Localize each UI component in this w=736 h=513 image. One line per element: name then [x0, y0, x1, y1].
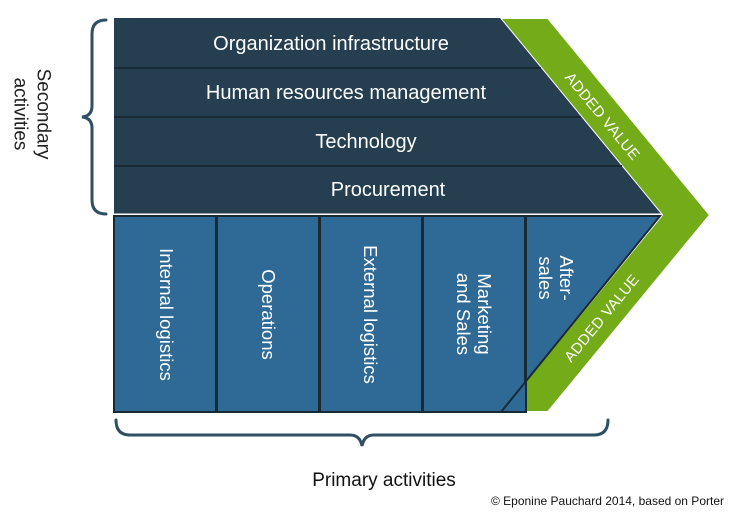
copyright-text: © Eponine Pauchard 2014, based on Porter — [490, 494, 724, 508]
primary-activities-label: Primary activities — [312, 470, 456, 491]
primary-column-external-logistics: External logistics — [320, 218, 420, 410]
primary-column-after-sales: After-sales — [526, 218, 586, 338]
primary-column-bg — [422, 215, 526, 413]
primary-label-internal-logistics: Internal logistics — [155, 247, 177, 381]
secondary-row-procurement: Procurement — [330, 178, 446, 201]
primary-label-marketing-sales: Marketing and Sales — [453, 272, 495, 356]
secondary-activities-label: Secondary activities — [8, 64, 54, 164]
primary-column-bg — [216, 215, 320, 413]
primary-column-operations: Operations — [218, 218, 318, 410]
primary-column-bg — [498, 215, 663, 413]
primary-label-operations: Operations — [257, 268, 279, 360]
primary-label-after-sales: After-sales — [535, 255, 577, 301]
secondary-row-organization-infrastructure: Organization infrastructure — [213, 32, 449, 55]
primary-column-marketing-sales: Marketing and Sales — [424, 218, 524, 410]
secondary-activities-text: Secondary activities — [9, 68, 53, 160]
primary-brace — [114, 418, 610, 447]
secondary-brace — [81, 18, 108, 216]
secondary-row-technology: Technology — [315, 130, 417, 153]
secondary-row-human-resources: Human resources management — [205, 81, 487, 104]
primary-column-bg — [319, 215, 423, 413]
primary-column-internal-logistics: Internal logistics — [116, 218, 216, 410]
primary-label-external-logistics: External logistics — [359, 244, 381, 384]
